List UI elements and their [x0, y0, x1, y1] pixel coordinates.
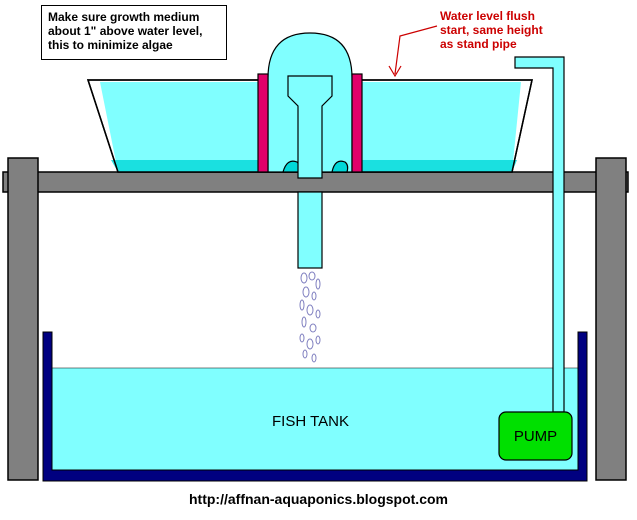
pump-label-text: PUMP	[513, 427, 558, 445]
fish-tank-label: FISH TANK	[272, 413, 349, 430]
fish-tank	[42, 331, 588, 482]
flush-level-note: Water level flush start, same height as …	[440, 9, 543, 51]
pump-body	[498, 411, 573, 461]
annotation-arrow	[388, 25, 438, 78]
left-sleeve	[257, 73, 269, 173]
falling-water	[299, 271, 321, 363]
flush-note-line: start, same height	[440, 23, 543, 37]
right-leg	[595, 157, 627, 481]
pump-label: PUMP	[499, 412, 572, 460]
flush-note-line: Water level flush	[440, 9, 535, 23]
table-frame	[2, 157, 629, 481]
source-url: http://affnan-aquaponics.blogspot.com	[189, 491, 448, 507]
drain-pipe	[297, 191, 323, 269]
bell-siphon	[257, 32, 363, 179]
right-sleeve	[351, 73, 363, 173]
flush-note-line: as stand pipe	[440, 37, 517, 51]
note-line: this to minimize algae	[48, 38, 173, 52]
note-line: about 1" above water level,	[48, 24, 203, 38]
note-line: Make sure growth medium	[48, 10, 200, 24]
standpipe-funnel	[287, 75, 333, 179]
growth-medium-note: Make sure growth medium about 1" above w…	[41, 5, 227, 60]
left-leg	[7, 157, 39, 481]
